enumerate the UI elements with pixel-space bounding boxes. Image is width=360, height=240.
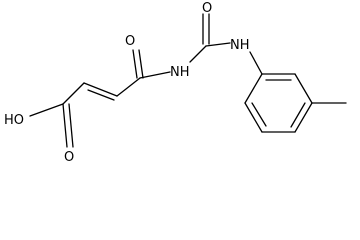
atom-labels: HO O O NH O NH xyxy=(4,1,250,165)
bond-c3-c4 xyxy=(116,77,141,97)
bond-ring-inner-b xyxy=(290,102,306,128)
bond-c4-o-double-b xyxy=(138,49,144,79)
bond-c2-c3-inner xyxy=(87,89,115,101)
bond-n1-c5 xyxy=(189,45,207,63)
bond-c4-n1 xyxy=(139,71,171,79)
label-hydroxyl: HO xyxy=(4,113,24,128)
label-urea-carbonyl-oxygen: O xyxy=(202,1,212,16)
molecule-structure-diagram: HO O O NH O NH xyxy=(4,1,347,165)
bond-ring-5 xyxy=(244,102,263,133)
bond-c1-o-double-a xyxy=(62,103,68,148)
bond-lines xyxy=(29,13,347,148)
bond-ring-2 xyxy=(294,73,313,104)
bond-c5-n2 xyxy=(205,42,231,47)
bond-ring-3 xyxy=(294,102,313,133)
bond-ring-6 xyxy=(244,73,263,104)
label-acid-carbonyl-oxygen: O xyxy=(64,150,74,165)
bond-c1-c2 xyxy=(62,82,85,105)
label-imide-nitrogen: NH xyxy=(170,65,190,80)
bond-n2-ring xyxy=(249,51,263,75)
bond-ring-inner-c xyxy=(251,102,267,127)
bond-c2-c3 xyxy=(83,82,118,97)
bond-ho-c1 xyxy=(29,103,64,117)
bond-c1-o-double-b xyxy=(68,103,74,148)
label-amide-carbonyl-oxygen: O xyxy=(125,34,135,49)
label-aniline-nitrogen: NH xyxy=(230,38,250,53)
bond-c4-o-double-a xyxy=(132,49,138,79)
